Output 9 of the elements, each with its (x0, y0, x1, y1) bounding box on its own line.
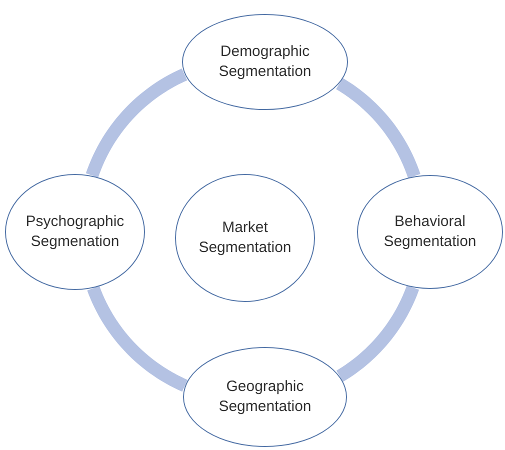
node-label: Demographic Segmentation (218, 42, 312, 82)
node-label: Psychographic Segmenation (24, 212, 126, 252)
node-label: Behavioral Segmentation (382, 212, 478, 252)
node-label: Geographic Segmentation (218, 376, 312, 417)
node-label: Market Segmentation (198, 218, 292, 258)
connector-arc (87, 286, 188, 392)
connector-arc (86, 68, 188, 178)
connector-arc (336, 78, 420, 179)
connector-arc (336, 284, 420, 382)
